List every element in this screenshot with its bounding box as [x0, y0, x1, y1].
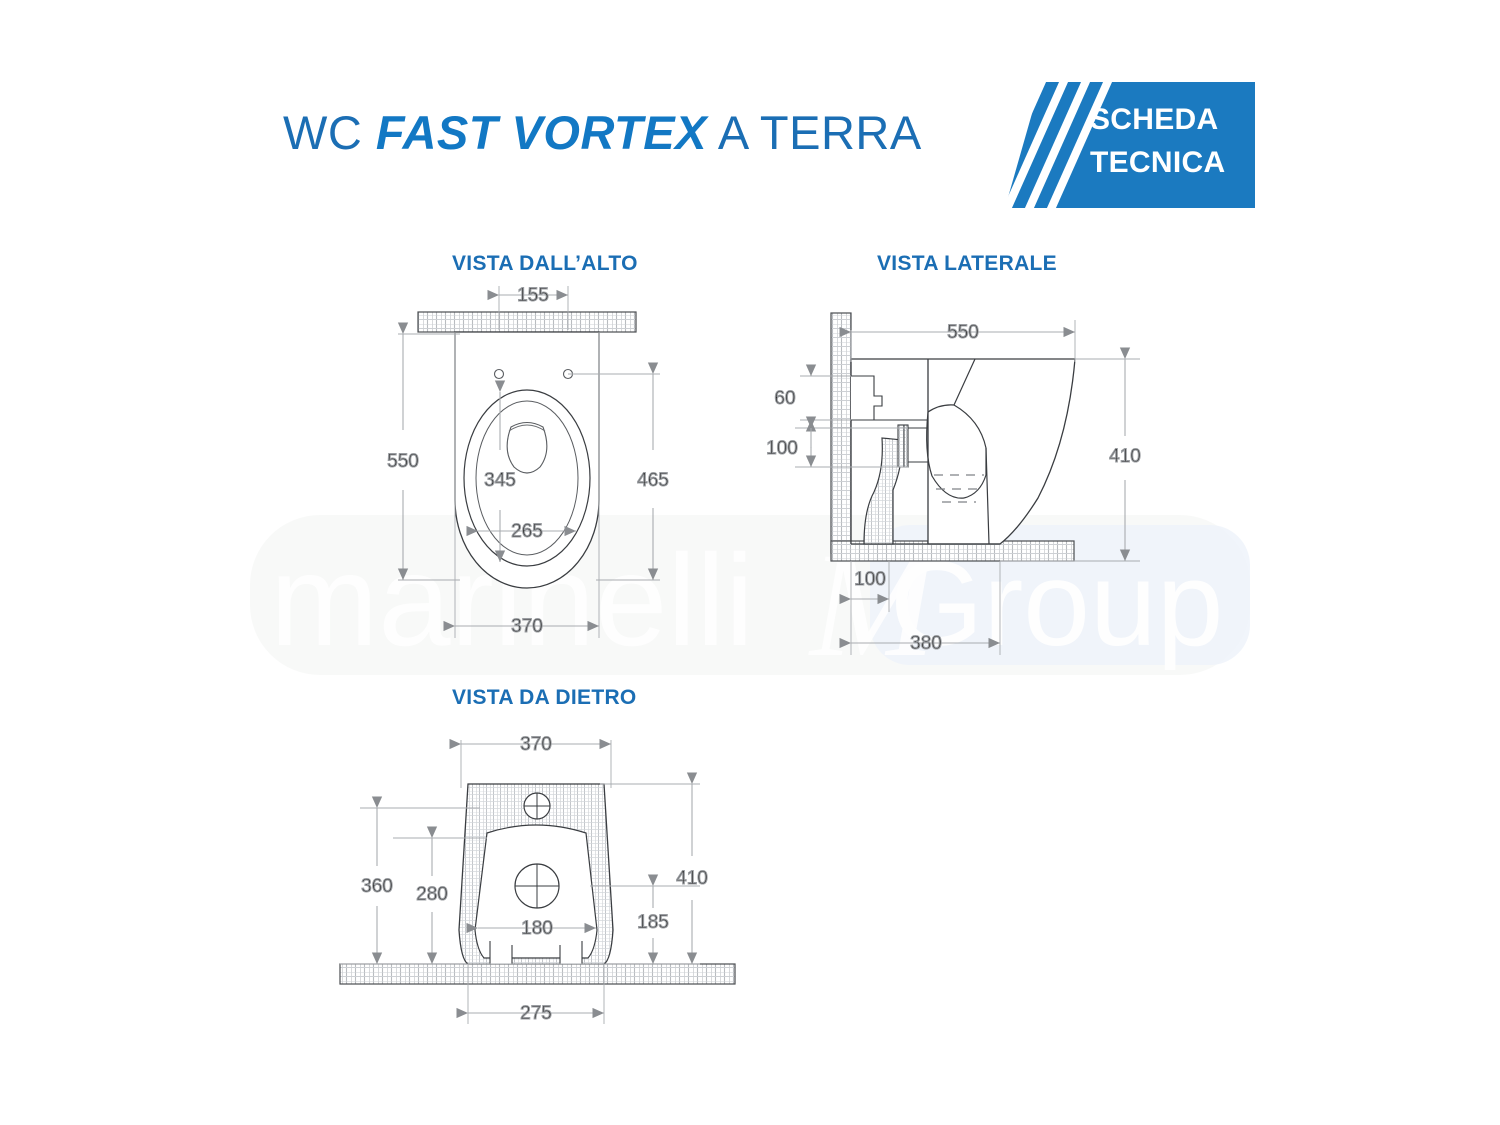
dim-rear-total-height: 410: [676, 868, 708, 889]
dim-side-total-depth: 550: [947, 322, 979, 343]
dim-side-total-height: 410: [1109, 446, 1141, 467]
drawing-top-view: 155 550 465 345 265 370: [387, 284, 669, 638]
dim-top-bowl-depth: 345: [484, 470, 516, 491]
dim-side-fixing-depth: 380: [910, 633, 942, 654]
dim-rear-total-width: 370: [520, 734, 552, 755]
view-title-rear: VISTA DA DIETRO: [452, 686, 637, 709]
dim-rear-foot-width: 275: [520, 1003, 552, 1024]
page-title: WC FAST VORTEX A TERRA: [283, 105, 922, 160]
dim-side-outlet-height: 100: [766, 438, 798, 459]
badge-line-2: TECNICA: [1090, 146, 1226, 179]
dim-top-bolt-spacing: 155: [517, 285, 549, 306]
dim-rear-lower-height: 185: [637, 912, 669, 933]
page-title-emphasis: FAST VORTEX: [375, 106, 707, 159]
dim-rear-upper-height: 360: [361, 876, 393, 897]
page-title-suffix: A TERRA: [706, 106, 922, 159]
dim-rear-inner-width: 180: [521, 918, 553, 939]
view-title-side: VISTA LATERALE: [877, 252, 1057, 275]
view-title-top: VISTA DALL’ALTO: [452, 252, 638, 275]
badge-line-1: SCHEDA: [1090, 103, 1219, 136]
drawing-side-view: 550 60 100 410 100 380: [766, 312, 1141, 655]
dim-top-seat-depth: 465: [637, 470, 669, 491]
drawing-rear-view: 370 360 280 180 185 410 275: [339, 733, 736, 1025]
badge-text: SCHEDA TECNICA: [1090, 98, 1250, 184]
dim-rear-mid-height: 280: [416, 884, 448, 905]
dim-top-bowl-width: 265: [511, 521, 543, 542]
dim-top-total-width: 370: [511, 616, 543, 637]
page-title-prefix: WC: [283, 106, 376, 159]
dim-top-total-depth: 550: [387, 451, 419, 472]
dim-side-outlet-offset: 100: [854, 569, 886, 590]
dim-side-inlet-height: 60: [774, 388, 795, 409]
scheda-tecnica-badge: SCHEDA TECNICA: [965, 82, 1255, 208]
